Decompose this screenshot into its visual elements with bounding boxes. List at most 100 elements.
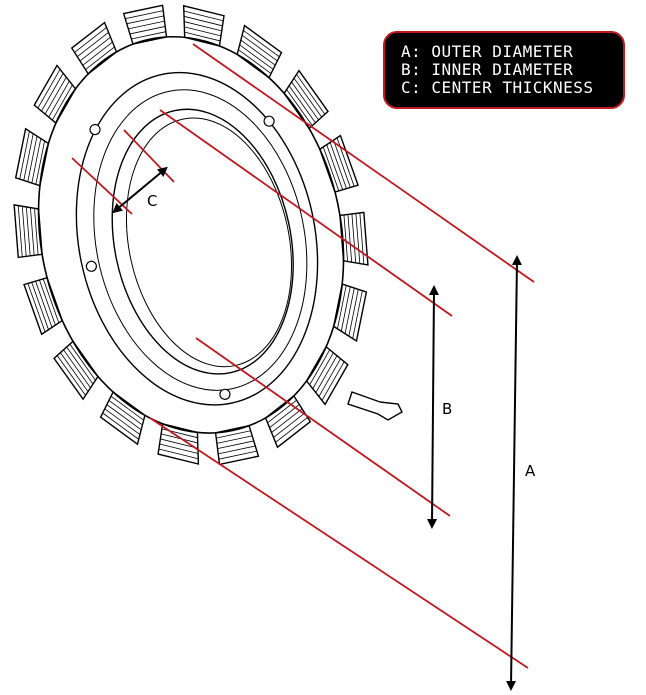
- lamination-line: [318, 358, 341, 397]
- lamination-line: [60, 352, 89, 392]
- guide-lines: [71, 43, 535, 669]
- stator-tooth: [305, 345, 349, 406]
- dimension-arrow-b: [427, 285, 439, 529]
- lamination-line: [63, 349, 91, 389]
- lamination-line: [216, 435, 253, 444]
- lamination-line: [293, 77, 323, 118]
- lamination-line: [17, 205, 23, 257]
- lamination-line: [85, 46, 115, 70]
- lamination-line: [348, 289, 359, 337]
- guide-line-inner-top: [159, 109, 453, 317]
- lamination-line: [184, 31, 221, 42]
- lamination-line: [217, 440, 254, 450]
- lamination-line: [183, 15, 223, 27]
- lamination-line: [106, 404, 142, 431]
- lamination-line: [288, 85, 316, 124]
- lamination-line: [273, 412, 306, 438]
- legend-center-thickness: C: CENTER THICKNESS: [401, 78, 594, 97]
- stator-tooth: [157, 422, 200, 465]
- lamination-line: [19, 131, 30, 180]
- stator-tooth: [318, 134, 359, 193]
- lamination-line: [315, 355, 338, 393]
- lamination-line: [243, 30, 280, 58]
- lamination-line: [337, 285, 347, 329]
- legend-box: A: OUTER DIAMETER B: INNER DIAMETER C: C…: [383, 31, 625, 109]
- lamination-line: [184, 21, 222, 32]
- lamination-line: [110, 395, 144, 421]
- lamination-line: [239, 44, 274, 70]
- mounting-hole: [219, 388, 231, 400]
- lamination-line: [31, 138, 42, 184]
- lamination-line: [79, 36, 111, 62]
- lamination-line: [108, 400, 143, 426]
- lamination-line: [27, 283, 46, 333]
- mounting-hole: [85, 260, 97, 272]
- lamination-line: [286, 89, 313, 126]
- stator-tooth: [23, 276, 64, 336]
- lamination-line: [56, 355, 86, 396]
- lamination-line: [241, 34, 278, 62]
- stator-face-inner-ring: [93, 89, 308, 391]
- lamination-line: [184, 26, 222, 37]
- lamination-line: [128, 20, 165, 30]
- lamination-line: [21, 206, 27, 257]
- guide-line-outer-bottom: [149, 417, 529, 669]
- lamination-line: [39, 279, 56, 326]
- lamination-line: [31, 282, 49, 330]
- lamination-line: [27, 136, 38, 182]
- lamination-line: [333, 139, 351, 188]
- mounting-hole: [89, 123, 101, 136]
- lamination-line: [66, 346, 94, 385]
- lamination-line: [218, 450, 257, 460]
- lamination-line: [275, 417, 308, 443]
- lamination-line: [42, 278, 60, 323]
- lamination-line: [74, 27, 107, 53]
- lamination-line: [238, 49, 272, 74]
- stator-tooth: [99, 390, 146, 446]
- lamination-line: [158, 448, 199, 460]
- lamination-line: [322, 146, 340, 192]
- stator-tooth: [236, 24, 283, 79]
- dimension-label-a: A: [525, 462, 536, 480]
- lamination-line: [329, 142, 347, 189]
- lamination-line: [269, 404, 300, 428]
- lamination-line: [216, 430, 251, 439]
- lamination-line: [344, 287, 355, 334]
- lamination-line: [48, 80, 70, 118]
- lamination-line: [77, 32, 109, 57]
- lamination-line: [267, 399, 297, 424]
- lamination-line: [23, 133, 34, 181]
- lamination-line: [125, 10, 164, 20]
- stator-tooth: [14, 127, 50, 187]
- stator-tooth: [70, 21, 118, 75]
- lamination-line: [218, 445, 256, 455]
- stator-tooth: [264, 394, 312, 449]
- lamination-line: [44, 76, 67, 115]
- lamination-line: [69, 343, 96, 381]
- lamination-line: [131, 31, 166, 40]
- lamination-line: [355, 213, 361, 264]
- lamination-line: [104, 408, 141, 435]
- dimension-arrow-a: [506, 255, 522, 691]
- lamination-line: [129, 26, 166, 35]
- legend-outer-diameter: A: OUTER DIAMETER: [401, 42, 574, 61]
- lamination-line: [183, 10, 224, 22]
- stator-tooth: [33, 64, 77, 125]
- lamination-line: [102, 412, 139, 440]
- lamination-line: [326, 144, 344, 190]
- lamination-line: [37, 69, 61, 109]
- guide-line-inner-bottom: [195, 337, 451, 517]
- mounting-hole: [263, 115, 275, 127]
- lamination-line: [351, 213, 357, 263]
- dimension-label-b: B: [442, 400, 453, 418]
- lamination-line: [343, 214, 348, 262]
- lamination-line: [41, 73, 64, 112]
- lamination-line: [82, 41, 113, 66]
- lamination-line: [340, 286, 351, 332]
- lamination-line: [271, 408, 303, 433]
- lamination-line: [159, 443, 199, 454]
- lamination-line: [160, 438, 198, 449]
- guide-line-outer-top: [192, 43, 535, 283]
- lamination-line: [347, 214, 353, 263]
